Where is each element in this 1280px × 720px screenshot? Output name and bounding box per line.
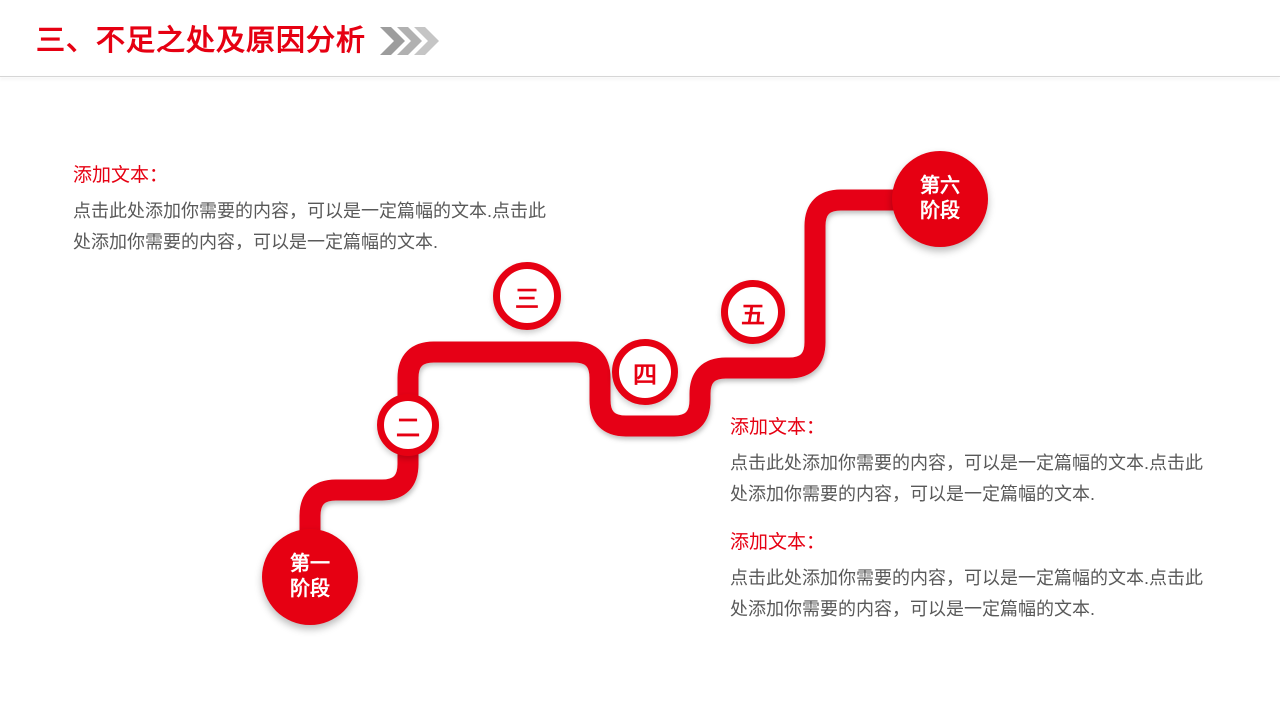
stage-circle-6: 第六阶段 [892,151,988,247]
stage-2-label: 二 [396,414,420,442]
text-block-1-heading: 添加文本： [73,165,169,186]
stage-circle-3: 三 [493,262,561,330]
header-divider [0,76,1280,77]
stage-5-label: 五 [741,301,765,329]
stage-circle-1: 第一阶段 [262,529,358,625]
text-block-3-heading: 添加文本： [730,532,826,553]
stage-circle-2: 二 [377,394,439,456]
text-block-right-upper: 添加文本： 点击此处添加你需要的内容，可以是一定篇幅的文本.点击此处添加你需要的… [730,412,1212,509]
stage-3-label: 三 [515,285,539,313]
text-block-3-body: 点击此处添加你需要的内容，可以是一定篇幅的文本.点击此处添加你需要的内容，可以是… [730,568,1203,619]
stage-6-label: 第六阶段 [920,175,960,222]
text-block-2-body: 点击此处添加你需要的内容，可以是一定篇幅的文本.点击此处添加你需要的内容，可以是… [730,453,1203,504]
triple-chevron-icon [380,27,440,56]
chevron-3-icon [414,27,440,56]
text-block-top-left: 添加文本： 点击此处添加你需要的内容，可以是一定篇幅的文本.点击此处添加你需要的… [73,160,555,257]
stage-circle-5: 五 [721,280,785,344]
flow-path-line [299,189,895,577]
chevron-2-icon [397,27,423,56]
text-block-right-lower: 添加文本： 点击此处添加你需要的内容，可以是一定篇幅的文本.点击此处添加你需要的… [730,527,1212,624]
chevron-1-icon [380,27,406,56]
text-block-1-body: 点击此处添加你需要的内容，可以是一定篇幅的文本.点击此处添加你需要的内容，可以是… [73,201,546,252]
stage-1-label: 第一阶段 [290,553,330,600]
page-title: 三、不足之处及原因分析 [36,25,367,57]
stage-circle-4: 四 [612,339,678,405]
stage-4-label: 四 [633,361,657,389]
slide-header: 三、不足之处及原因分析 [36,24,460,59]
text-block-2-heading: 添加文本： [730,417,826,438]
